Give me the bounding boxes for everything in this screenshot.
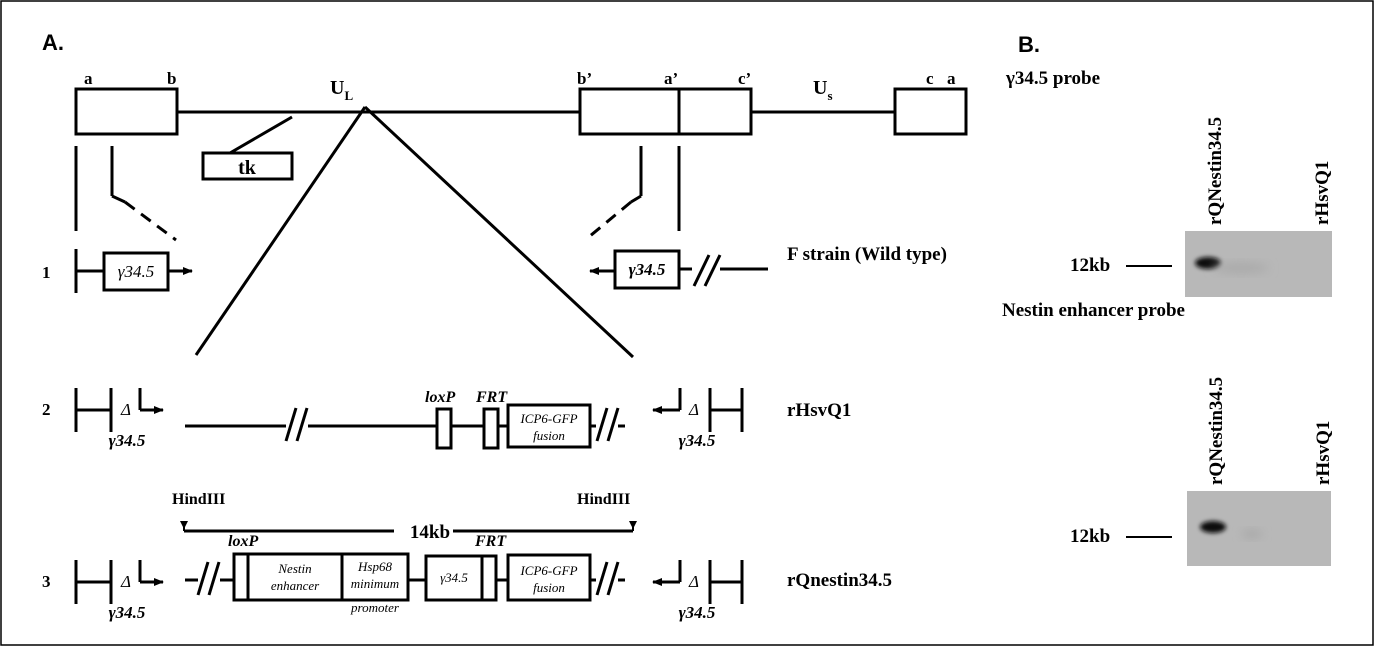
southern-blot-nestin-enhancer: Nestin enhancer probe rQNestin34.5 rHsvQ… xyxy=(1002,300,1334,566)
southern-blot-gamma34-5: γ34.5 probe rQNestin34.5 rHsvQ1 12kb xyxy=(1005,68,1333,297)
tk-label: tk xyxy=(238,157,257,179)
lane-label-rqnestin34-5: rQNestin34.5 xyxy=(1205,117,1226,225)
hsp-label-1: Hsp68 xyxy=(357,559,392,574)
deleted-gene-label-right: γ34.5 xyxy=(679,431,716,450)
strain-name: rHsvQ1 xyxy=(787,400,851,421)
irl-box xyxy=(580,89,751,134)
hsp-label-3: promoter xyxy=(350,600,400,615)
trl-box xyxy=(76,89,177,134)
fusion-label-1: ICP6-GFP xyxy=(519,563,577,578)
insert-gene-label: γ34.5 xyxy=(440,570,468,585)
fusion-label-2: fusion xyxy=(533,580,565,595)
trs-box xyxy=(895,89,966,134)
size-marker-label: 12kb xyxy=(1070,526,1110,547)
panel-a-label: A. xyxy=(42,30,64,55)
nestin-label-2: enhancer xyxy=(271,578,320,593)
loxp-site xyxy=(234,554,248,600)
loxp-label: loxP xyxy=(228,533,258,550)
panel-a: A. a b UL b’ a’ c’ Us c a tk xyxy=(42,30,966,622)
label-b-prime: b’ xyxy=(577,69,592,88)
frt-site xyxy=(484,409,498,448)
label-a: a xyxy=(84,69,93,88)
gene-label-right: γ34.5 xyxy=(629,260,666,279)
loxp-site xyxy=(437,409,451,448)
row-2-rhsvq1: 2 Δ γ34.5 loxP FRT ICP6-GFP fusion xyxy=(42,388,851,450)
label-c-prime: c’ xyxy=(738,69,751,88)
label-c: c xyxy=(926,69,934,88)
frt-label: FRT xyxy=(475,389,508,406)
deleted-gene-label: γ34.5 xyxy=(109,431,146,450)
probe-label: γ34.5 probe xyxy=(1005,68,1100,89)
hindiii-left-label: HindIII xyxy=(172,491,225,508)
hsp-label-2: minimum xyxy=(351,576,399,591)
strain-name: F strain (Wild type) xyxy=(787,244,947,265)
strain-name: rQnestin34.5 xyxy=(787,570,892,591)
fusion-label-2: fusion xyxy=(533,428,565,443)
label-us: Us xyxy=(813,77,833,103)
lane-label-rhsvq1: rHsvQ1 xyxy=(1313,421,1334,485)
genome-map: a b UL b’ a’ c’ Us c a tk xyxy=(76,69,966,357)
frt-label: FRT xyxy=(474,533,507,550)
gene-label: γ34.5 xyxy=(118,262,154,281)
deleted-gene-label: γ34.5 xyxy=(109,603,146,622)
frt-site xyxy=(482,556,496,600)
delta-symbol-right: Δ xyxy=(688,572,699,591)
row-number: 3 xyxy=(42,572,51,591)
label-a-right: a xyxy=(947,69,956,88)
panel-b-label: B. xyxy=(1018,32,1040,57)
row-number: 1 xyxy=(42,263,51,282)
loxp-label: loxP xyxy=(425,389,455,406)
row-3-rqnestin34-5: 3 Δ γ34.5 HindIII 14kb HindIII loxP xyxy=(42,491,892,622)
fragment-size-label: 14kb xyxy=(410,522,450,543)
delta-symbol-right: Δ xyxy=(688,400,699,419)
nestin-label-1: Nestin xyxy=(277,561,311,576)
probe-label: Nestin enhancer probe xyxy=(1002,300,1185,321)
row-number: 2 xyxy=(42,400,51,419)
fusion-label-1: ICP6-GFP xyxy=(519,411,577,426)
label-a-prime: a’ xyxy=(664,69,678,88)
label-b: b xyxy=(167,69,176,88)
label-ul: UL xyxy=(330,77,353,103)
deleted-gene-label-right: γ34.5 xyxy=(679,603,716,622)
lane-label-rqnestin34-5: rQNestin34.5 xyxy=(1206,377,1227,485)
blot-band xyxy=(1200,521,1226,533)
lane-label-rhsvq1: rHsvQ1 xyxy=(1312,161,1333,225)
delta-symbol: Δ xyxy=(120,572,131,591)
row-1-wild-type: 1 γ34.5 γ34.5 F strain (Wild type) xyxy=(42,244,947,293)
delta-symbol: Δ xyxy=(120,400,131,419)
panel-b: B. γ34.5 probe rQNestin34.5 rHsvQ1 12kb … xyxy=(1002,32,1334,566)
hindiii-right-label: HindIII xyxy=(577,491,630,508)
size-marker-label: 12kb xyxy=(1070,255,1110,276)
